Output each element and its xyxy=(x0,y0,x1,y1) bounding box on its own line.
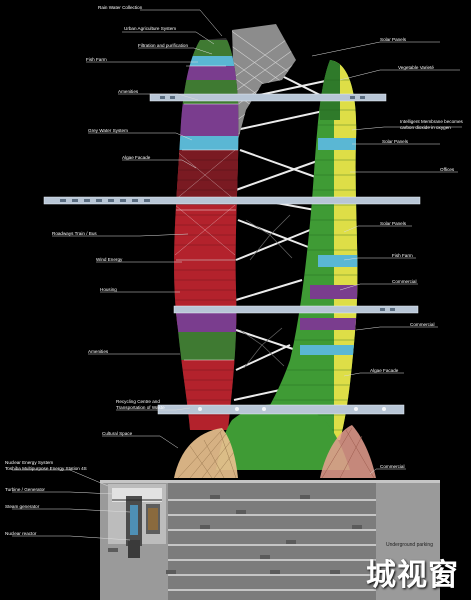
label-solar-panels-top: Solar Panels xyxy=(380,37,407,42)
grey-water-band xyxy=(174,136,239,150)
label-algae-right: Algae Facade xyxy=(370,368,399,373)
label-amenities-top: Amenities xyxy=(118,89,139,94)
watermark-logo: 城视窗 xyxy=(366,558,459,593)
label-cultural-space: Cultural Space xyxy=(102,431,133,436)
label-solar-panels-mid: Solar Panels xyxy=(382,139,409,144)
cultural-space-dome xyxy=(174,428,238,479)
left-tower-ribs xyxy=(176,65,238,361)
label-turbine: Turbine / Generator xyxy=(5,487,45,492)
label-nuclear-system-line2: Toshiba Multipurpose Energy Station 4S xyxy=(5,466,87,471)
label-wind-energy: Wind Energy xyxy=(96,257,123,262)
label-roadways: Roadways Train / Bus xyxy=(52,231,97,236)
label-algae-left: Algae Facade xyxy=(122,155,151,160)
leader-lines xyxy=(12,9,462,541)
solar-band-right xyxy=(318,138,358,150)
label-fish-farm-left: Fish Farm xyxy=(86,57,107,62)
label-amenities-low: Amenities xyxy=(88,349,109,354)
label-membrane-line2: carbon dioxide in oxygen xyxy=(400,125,451,130)
label-vegetable-variety: Vegetable Varieté xyxy=(398,65,434,70)
amenities-band xyxy=(174,104,239,136)
label-housing: Housing xyxy=(100,287,117,292)
label-offices: Offices xyxy=(440,167,455,172)
label-nuclear-reactor: Nuclear reactor xyxy=(5,531,37,536)
transport-tubes xyxy=(43,93,421,415)
fish-farm-band-top xyxy=(174,56,239,66)
label-grey-water: Grey Water System xyxy=(88,128,128,133)
label-steam-generator: Steam generator xyxy=(5,504,40,509)
label-commercial-1: Commercial xyxy=(392,279,417,284)
label-urban-agriculture: Urban Agriculture System xyxy=(124,26,177,31)
fan-bracing xyxy=(239,214,293,369)
label-solar-panels-low: Solar Panels xyxy=(380,221,407,226)
green-base-flare xyxy=(216,403,350,470)
label-commercial-2: Commercial xyxy=(410,322,435,327)
gray-structural-shell xyxy=(232,24,296,210)
label-recycling-line2: Transportation of Waste xyxy=(116,405,165,410)
commercial-dome-right xyxy=(320,425,376,479)
underground-parking xyxy=(100,480,440,600)
label-filtration: Filtration and purification xyxy=(138,43,189,48)
nuclear-plant xyxy=(108,484,166,558)
label-membrane-line1: Intelligent Membrane becomes xyxy=(400,119,463,124)
label-commercial-3: Commercial xyxy=(380,464,405,469)
label-nuclear-system-line1: Nuclear Energy System xyxy=(5,460,54,465)
fish-farm-band-right xyxy=(318,255,358,267)
label-fish-farm-right: Fish Farm xyxy=(392,253,413,258)
label-rain-water-collection: Rain Water Collection xyxy=(98,5,143,10)
label-recycling-line1: Recycling Centre and xyxy=(116,399,160,404)
label-underground-parking: Underground parking xyxy=(386,542,433,548)
